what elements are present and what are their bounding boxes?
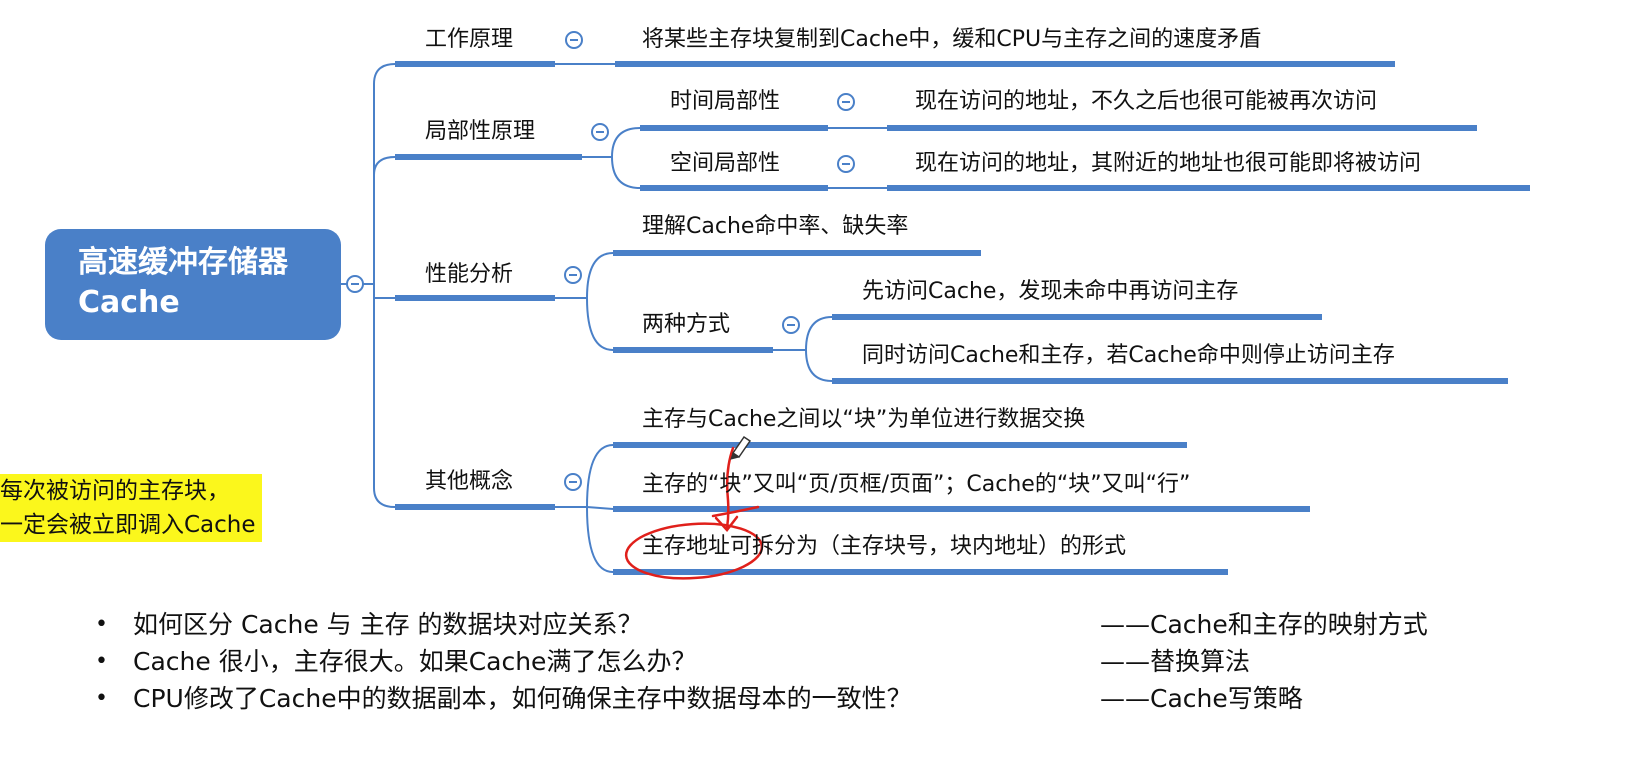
fork-other-mid [586, 506, 614, 510]
underline-bars [395, 61, 1530, 575]
collapse-icon-working-principle[interactable] [565, 31, 583, 49]
answer-text: ——Cache和主存的映射方式 [1100, 610, 1428, 639]
collapse-icon-root[interactable] [346, 275, 364, 293]
address-split-item: 主存地址可拆分为（主存块号，块内地址）的形式 [642, 534, 1127, 559]
list-item: • Cache 很小，主存很大。如果Cache满了怎么办？ ——替换算法 [95, 643, 1635, 680]
question-list: • 如何区分 Cache 与 主存 的数据块对应关系？ ——Cache和主存的映… [95, 606, 1635, 717]
collapse-icon-performance[interactable] [564, 266, 582, 284]
fork-other-top [586, 444, 614, 508]
temporal-locality: 时间局部性 [670, 89, 781, 114]
branch-working-principle: 工作原理 [425, 27, 514, 52]
collapse-icon-other[interactable] [564, 473, 582, 491]
fork-ways-bottom [805, 349, 833, 382]
collapse-icon-temporal[interactable] [837, 93, 855, 111]
temporal-locality-detail: 现在访问的地址，不久之后也很可能被再次访问 [915, 89, 1378, 114]
branch-curve-4 [373, 487, 396, 508]
fork-other-bottom [586, 506, 614, 573]
pencil-cursor-icon [730, 435, 752, 460]
branch-curve-3 [373, 284, 395, 299]
branch-performance: 性能分析 [425, 262, 514, 287]
question-text: CPU修改了Cache中的数据副本，如何确保主存中数据母本的一致性？ [133, 684, 912, 713]
red-circle-mark [624, 522, 764, 580]
spatial-locality-detail: 现在访问的地址，其附近的地址也很可能即将被访问 [915, 151, 1422, 176]
fork-perf-bottom [586, 297, 614, 351]
red-annotation [624, 446, 764, 580]
root-title: 高速缓冲存储器 [78, 245, 288, 280]
answer-text: ——Cache写策略 [1100, 684, 1303, 713]
block-exchange-item: 主存与Cache之间以“块”为单位进行数据交换 [642, 407, 1086, 432]
red-arrow-head [714, 515, 739, 532]
bullet-icon: • [95, 686, 108, 711]
hit-rate-item: 理解Cache命中率、缺失率 [642, 214, 909, 239]
fork-locality-bottom [611, 156, 641, 189]
collapse-icon-spatial[interactable] [837, 155, 855, 173]
collapse-icon-two-methods[interactable] [782, 316, 800, 334]
fork-ways-top [773, 316, 833, 351]
branch-other-concepts: 其他概念 [425, 469, 514, 494]
root-node: 高速缓冲存储器 Cache [45, 229, 341, 340]
bullet-icon: • [95, 612, 108, 637]
fork-locality-top [582, 127, 641, 158]
branch-curve-2 [373, 156, 396, 176]
method-parallel: 同时访问Cache和主存，若Cache命中则停止访问主存 [862, 343, 1395, 368]
note-line-1: 每次被访问的主存块， [0, 478, 230, 504]
working-principle-detail: 将某些主存块复制到Cache中，缓和CPU与主存之间的速度矛盾 [642, 27, 1262, 52]
method-sequential: 先访问Cache，发现未命中再访问主存 [862, 279, 1239, 304]
red-arrow-stem [725, 446, 735, 530]
note-line-2: 一定会被立即调入Cache [0, 512, 256, 538]
fork-perf-top [555, 252, 614, 299]
question-text: 如何区分 Cache 与 主存 的数据块对应关系？ [133, 610, 643, 639]
two-methods: 两种方式 [642, 312, 731, 337]
spatial-locality: 空间局部性 [670, 151, 781, 176]
list-item: • CPU修改了Cache中的数据副本，如何确保主存中数据母本的一致性？ ——C… [95, 680, 1635, 717]
bullet-icon: • [95, 649, 108, 674]
list-item: • 如何区分 Cache 与 主存 的数据块对应关系？ ——Cache和主存的映… [95, 606, 1635, 643]
root-subtitle: Cache [78, 285, 180, 320]
highlight-note: 每次被访问的主存块， 一定会被立即调入Cache [0, 474, 262, 542]
branch-locality: 局部性原理 [425, 119, 536, 144]
collapse-icon-locality[interactable] [591, 123, 609, 141]
branch-curve-1 [373, 63, 396, 85]
question-text: Cache 很小，主存很大。如果Cache满了怎么办？ [133, 647, 697, 676]
red-tick-mark [711, 505, 760, 518]
answer-text: ——替换算法 [1100, 647, 1251, 676]
block-naming-item: 主存的“块”又叫“页/页框/页面”；Cache的“块”又叫“行” [642, 472, 1191, 497]
